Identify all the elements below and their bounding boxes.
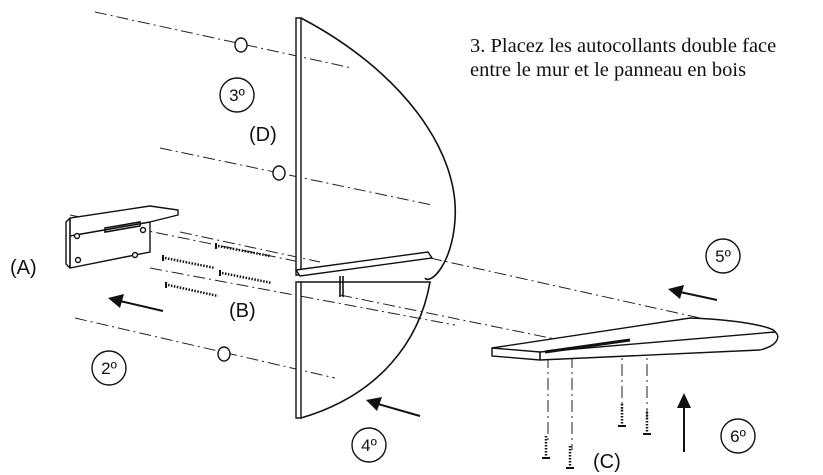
step-label-3: 3º (229, 86, 245, 105)
arrow-panel (366, 397, 421, 417)
screw (219, 270, 273, 285)
part-label-c: (C) (593, 451, 621, 473)
screw (215, 243, 271, 258)
step-circle-3: 3º (219, 77, 255, 113)
instruction-text: 3. Placez les autocollants double face e… (470, 35, 777, 81)
screw (162, 255, 216, 270)
wall-hole-top (234, 37, 248, 53)
part-label-a: (A) (10, 257, 37, 279)
shelf-screws (542, 404, 651, 469)
wall-holes (217, 37, 286, 362)
wall-hole-bottom (217, 346, 231, 362)
step-circle-5: 5º (705, 238, 741, 274)
part-label-b: (B) (229, 300, 256, 322)
step-circle-4: 4º (351, 427, 387, 463)
step-label-5: 5º (715, 247, 731, 266)
arrow-up-shelf (677, 393, 691, 452)
step-circle-6: 6º (720, 418, 756, 454)
screw (165, 282, 219, 298)
step-label-4: 4º (361, 436, 377, 455)
screws (162, 243, 273, 298)
arrow-left-bracket (108, 294, 164, 312)
part-label-d: (D) (249, 124, 277, 146)
metal-bracket (65, 205, 179, 269)
step-label-2: 2º (101, 359, 117, 378)
half-moon-panel (294, 17, 457, 419)
step-label-6: 6º (730, 427, 746, 446)
wall-hole-middle (272, 165, 286, 181)
step-circle-2: 2º (91, 350, 127, 386)
direction-arrows (108, 285, 718, 452)
arrow-shelf (668, 285, 718, 301)
half-moon-shelf (491, 317, 779, 361)
